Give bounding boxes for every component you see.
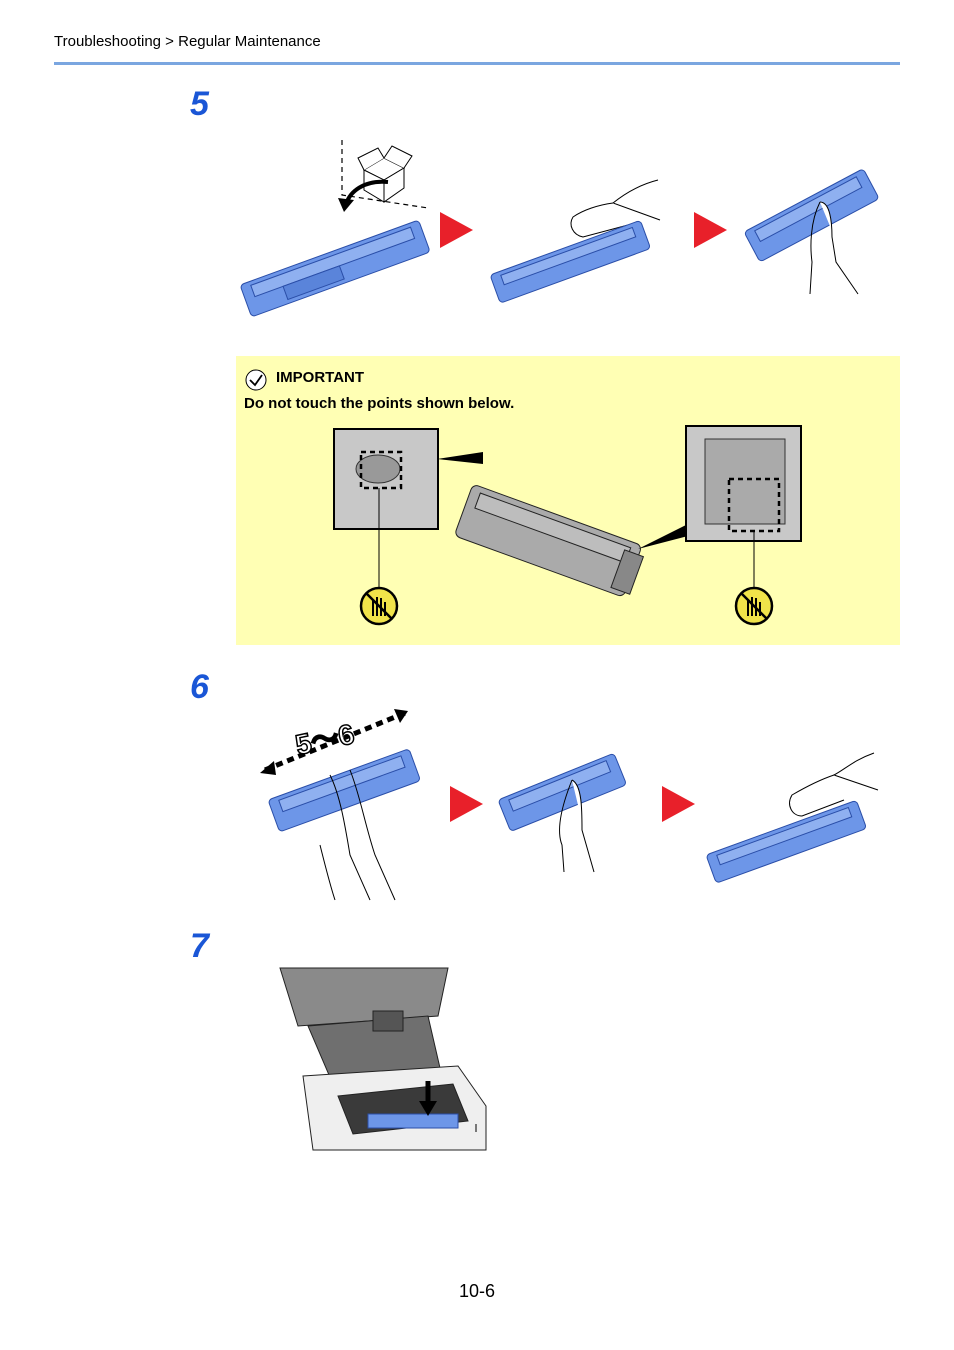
- toner-unpack-illustration: [238, 140, 438, 320]
- toner-hold-illustration: [488, 175, 668, 300]
- printer-insert-toner-illustration: [278, 966, 488, 1151]
- important-title: IMPORTANT: [276, 369, 364, 386]
- check-circle-icon: [245, 369, 267, 391]
- header-rule: [54, 62, 900, 65]
- arrow-right-icon: [694, 212, 728, 248]
- toner-hold-shake-illustration: [494, 740, 614, 875]
- arrow-right-icon: [440, 212, 474, 248]
- page-number: 10-6: [459, 1281, 495, 1302]
- step-5-number: 5: [190, 87, 209, 121]
- important-text: Do not touch the points shown below.: [244, 395, 514, 412]
- toner-touch-points-diagram: [333, 424, 803, 629]
- no-touch-icon: [736, 588, 772, 624]
- breadcrumb: Troubleshooting > Regular Maintenance: [54, 33, 321, 50]
- arrow-right-icon: [662, 786, 696, 822]
- step-7-number: 7: [190, 929, 209, 963]
- toner-ready-illustration: [704, 750, 880, 875]
- step-6-number: 6: [190, 670, 209, 704]
- toner-grip-illustration: [740, 162, 870, 297]
- arrow-right-icon: [450, 786, 484, 822]
- no-touch-icon: [361, 588, 397, 624]
